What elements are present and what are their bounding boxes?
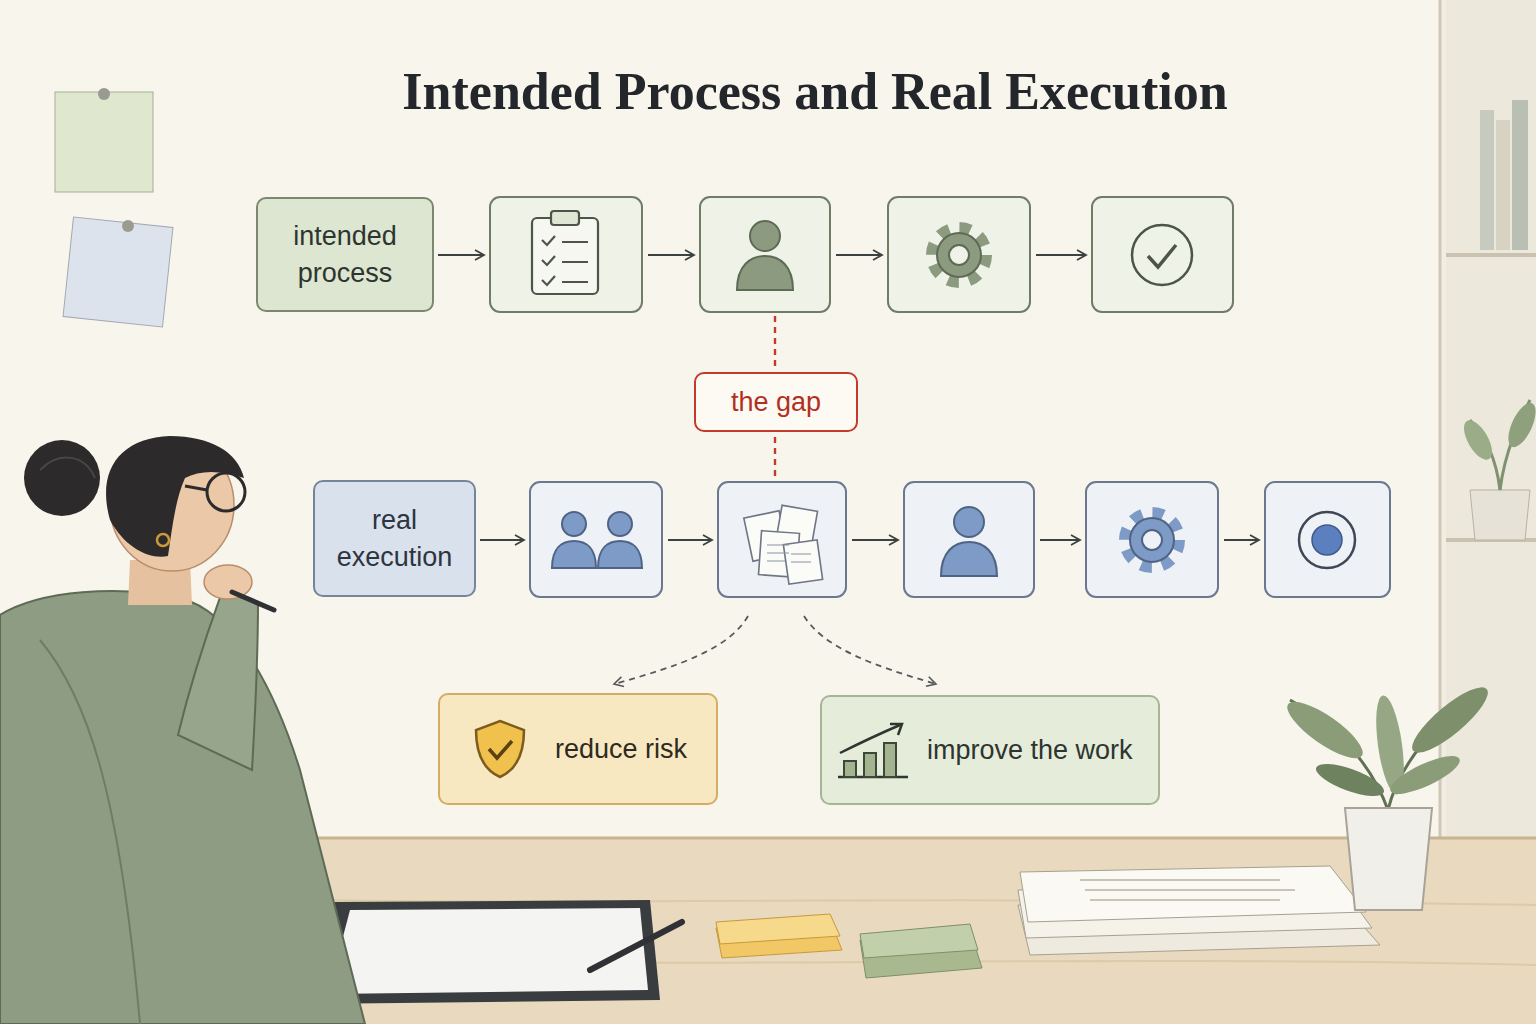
node-label: reduce risk — [555, 731, 687, 767]
two-people-icon — [552, 512, 642, 568]
flow-arrows-top — [438, 254, 1086, 256]
intended-process-box: intended process — [256, 197, 434, 312]
node-label: improve the work — [927, 732, 1133, 768]
flow-arrows-bottom — [480, 539, 1259, 541]
shelf-plant — [1458, 399, 1536, 540]
intended-icon-boxes — [490, 197, 1233, 312]
node-label: the gap — [731, 384, 821, 420]
node-label: intended process — [272, 218, 418, 291]
dashed-outcome-arrows — [614, 616, 936, 684]
person-icon — [737, 221, 793, 290]
node-label: real execution — [327, 502, 462, 575]
outcome-box: reduce risk — [438, 693, 718, 805]
gear-icon — [932, 228, 986, 282]
check-icon — [1132, 225, 1192, 285]
tablet — [310, 900, 660, 1004]
shield-icon — [472, 718, 528, 780]
gear-icon-blue — [1125, 513, 1179, 567]
diagram-title: Intended Process and Real Execution — [265, 62, 1365, 121]
real-execution-box: real execution — [313, 480, 476, 597]
outcome-box: improve the work — [820, 695, 1160, 805]
paper-stack — [1018, 866, 1380, 955]
potted-plant — [1280, 678, 1496, 910]
woman-figure — [0, 436, 365, 1024]
target-icon — [1299, 512, 1355, 568]
gap-callout-box: the gap — [694, 372, 858, 432]
sticky-note-stacks — [716, 914, 982, 978]
real-icon-boxes — [530, 482, 1390, 597]
sticky-notes-wall — [55, 88, 173, 327]
desk-pen — [590, 922, 682, 970]
person-icon-blue — [941, 507, 997, 576]
growth-chart-icon — [836, 719, 910, 781]
scattered-documents-icon — [744, 505, 823, 584]
clipboard-icon — [532, 211, 598, 294]
